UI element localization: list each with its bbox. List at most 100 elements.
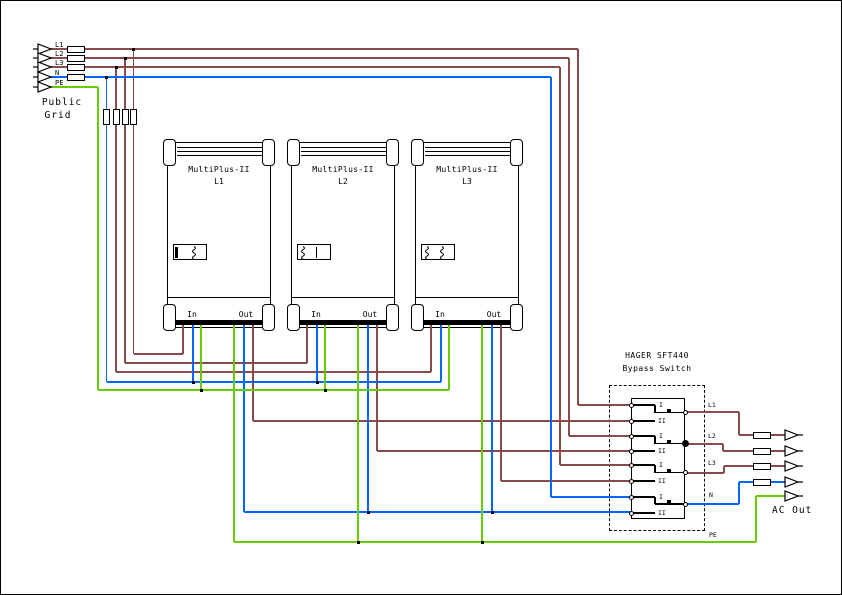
grid-terminal-label-l3: L3 [55,59,64,67]
contact-point [628,448,634,454]
bypass-contact-I-line [631,496,655,498]
wire-earth [234,541,756,543]
unit-vent-line [177,147,263,148]
bypass-pe-label: PE [709,531,717,539]
grid-terminal-arrow-icon [33,81,53,93]
bypass-position-II-label: II [658,508,666,517]
unit-vent-line [425,147,511,148]
fuse [67,54,85,62]
unit-mount-tab [262,304,275,331]
bypass-position-II-label: II [658,476,666,485]
unit-in-label: In [187,310,197,319]
bypass-position-II-label: II [658,446,666,455]
unit-vent-line [177,151,263,152]
contact-point [628,494,634,500]
grid-terminal-label-l2: L2 [55,50,64,58]
wire-phase [124,58,126,363]
wire-phase [578,404,631,406]
unit-vent-line [177,155,263,156]
wire-earth [200,325,202,390]
unit-title: MultiPlus-II [312,165,374,174]
unit-terminal-bar [176,320,263,325]
unit-separator-line [167,297,271,299]
unit-mount-tab [287,304,300,331]
grid-terminal-label-n: N [55,69,60,77]
junction-dot [123,56,127,60]
wire-phase [115,67,117,372]
unit-out-label: Out [362,310,378,319]
bypass-blade-contact [666,500,671,505]
wire-neutral [106,381,441,383]
junction-dot [191,380,195,384]
bypass-position-I-label: I [659,431,663,440]
bypass-subtitle: Bypass Switch [622,364,692,373]
contact-point [628,418,634,424]
unit-title: MultiPlus-II [436,165,498,174]
unit-in-label: In [311,310,321,319]
bypass-contact-II-line [631,512,655,514]
wire-phase [430,325,432,372]
public-grid-label-line2: Grid [44,110,72,121]
wire-phase [51,48,578,50]
switch-wave-glyph [301,246,305,260]
wire-phase [569,435,631,437]
junction-dot [132,47,135,51]
bypass-output-label-l3: L3 [708,459,716,467]
switch-bar-glyph [316,247,318,258]
wire-phase [133,353,183,355]
ac-out-terminal-arrow-icon [784,445,803,457]
unit-mount-tab [163,304,176,331]
wire-phase [500,325,502,481]
wire-earth [233,325,235,542]
bypass-contact-I-line [654,465,656,473]
public-grid-label-line1: Public [41,97,83,108]
unit-mount-tab [411,139,424,166]
fuse [753,462,771,470]
bypass-contact-I-line [631,464,655,466]
junction-dot [114,65,118,69]
wire-earth [756,495,785,497]
wire-phase [132,49,135,354]
bypass-title: HAGER SFT440 [625,351,689,360]
bypass-enclosure [609,385,705,531]
wire-neutral [738,482,740,504]
unit-in-label: In [435,310,445,319]
switch-wave-glyph [440,246,444,260]
bypass-blade-contact [666,408,671,413]
contact-point-output [682,470,688,475]
wire-phase [559,67,561,465]
junction-dot [366,510,370,514]
fuse [753,431,771,439]
wire-neutral [367,325,369,512]
unit-separator-line [291,297,395,299]
grid-terminal-arrow-icon [33,43,53,55]
wire-phase [306,325,308,363]
unit-out-label: Out [486,310,502,319]
wire-neutral [244,511,631,513]
grid-terminal-label-pe: PE [55,79,64,87]
wire-phase [560,464,631,466]
wire-earth [324,325,326,390]
unit-mount-tab [287,139,300,166]
bypass-contact-II-line [631,450,655,452]
wire-earth [357,325,359,542]
bypass-output-label-l2: L2 [708,432,716,440]
ac-out-label: AC Out [772,505,813,516]
unit-power-switch [421,244,455,260]
bypass-contact-I-line [654,436,656,444]
unit-out-label: Out [238,310,254,319]
unit-vent-line [301,147,387,148]
fuse [121,109,129,125]
bypass-contact-I-line [631,404,655,406]
unit-terminal-bar [424,320,511,325]
wire-phase [685,443,723,445]
grid-terminal-arrow-icon [33,61,53,73]
contact-point [628,462,634,468]
junction-dot [323,388,327,392]
unit-power-switch [173,244,207,260]
fuse [753,447,771,455]
unit-vent-line [425,151,511,152]
